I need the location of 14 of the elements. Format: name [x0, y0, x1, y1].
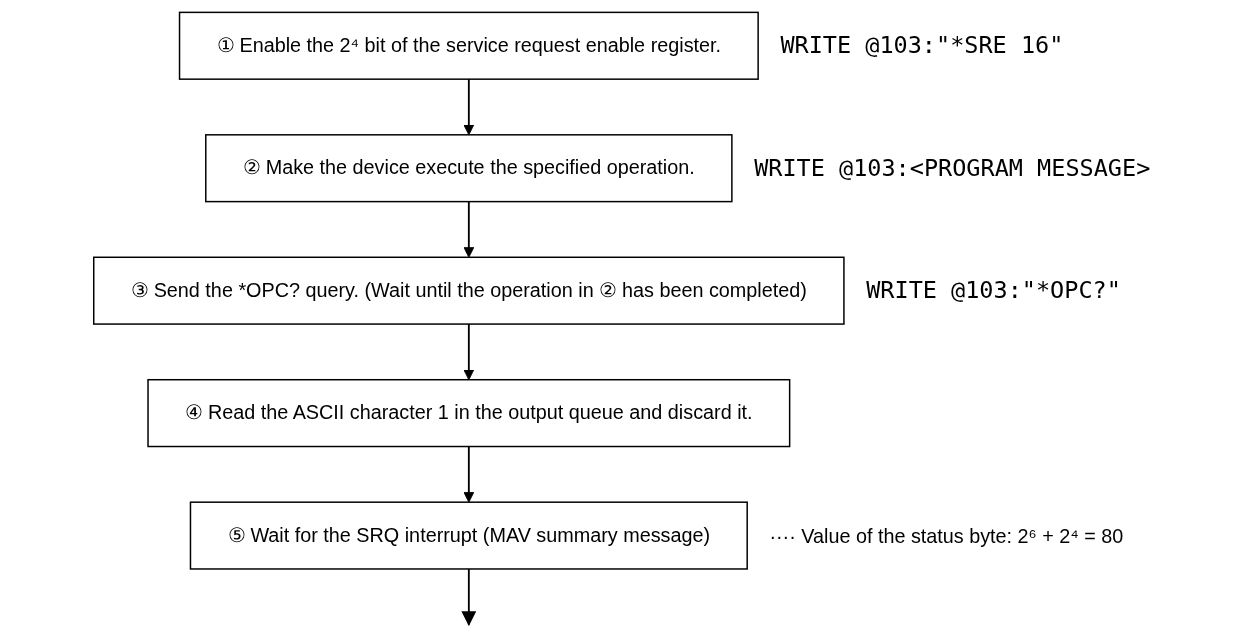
arrow — [463, 445, 475, 503]
command-text: WRITE @103:<PROGRAM MESSAGE> — [754, 153, 1151, 182]
process-box: ② Make the device execute the specified operation. — [205, 134, 733, 203]
process-box: ③ Send the *OPC? query. (Wait until the operation in ② has been completed) — [93, 256, 845, 325]
command-text: WRITE @103:"*OPC?" — [866, 276, 1121, 305]
note-text: ···· Value of the status byte: 2⁶ + 2⁴ = 80 — [769, 525, 1124, 547]
process-box: ④ Read the ASCII character 1 in the output queue and discard it. — [147, 379, 791, 448]
process-box: ① Enable the 2⁴ bit of the service request enable register. — [178, 11, 759, 80]
arrow — [463, 200, 475, 258]
arrow — [463, 323, 475, 381]
process-box: ⑤ Wait for the SRQ interrupt (MAV summary message) — [189, 501, 748, 570]
arrow — [461, 568, 477, 627]
arrow — [463, 78, 475, 136]
command-text: WRITE @103:"*SRE 16" — [780, 31, 1064, 60]
